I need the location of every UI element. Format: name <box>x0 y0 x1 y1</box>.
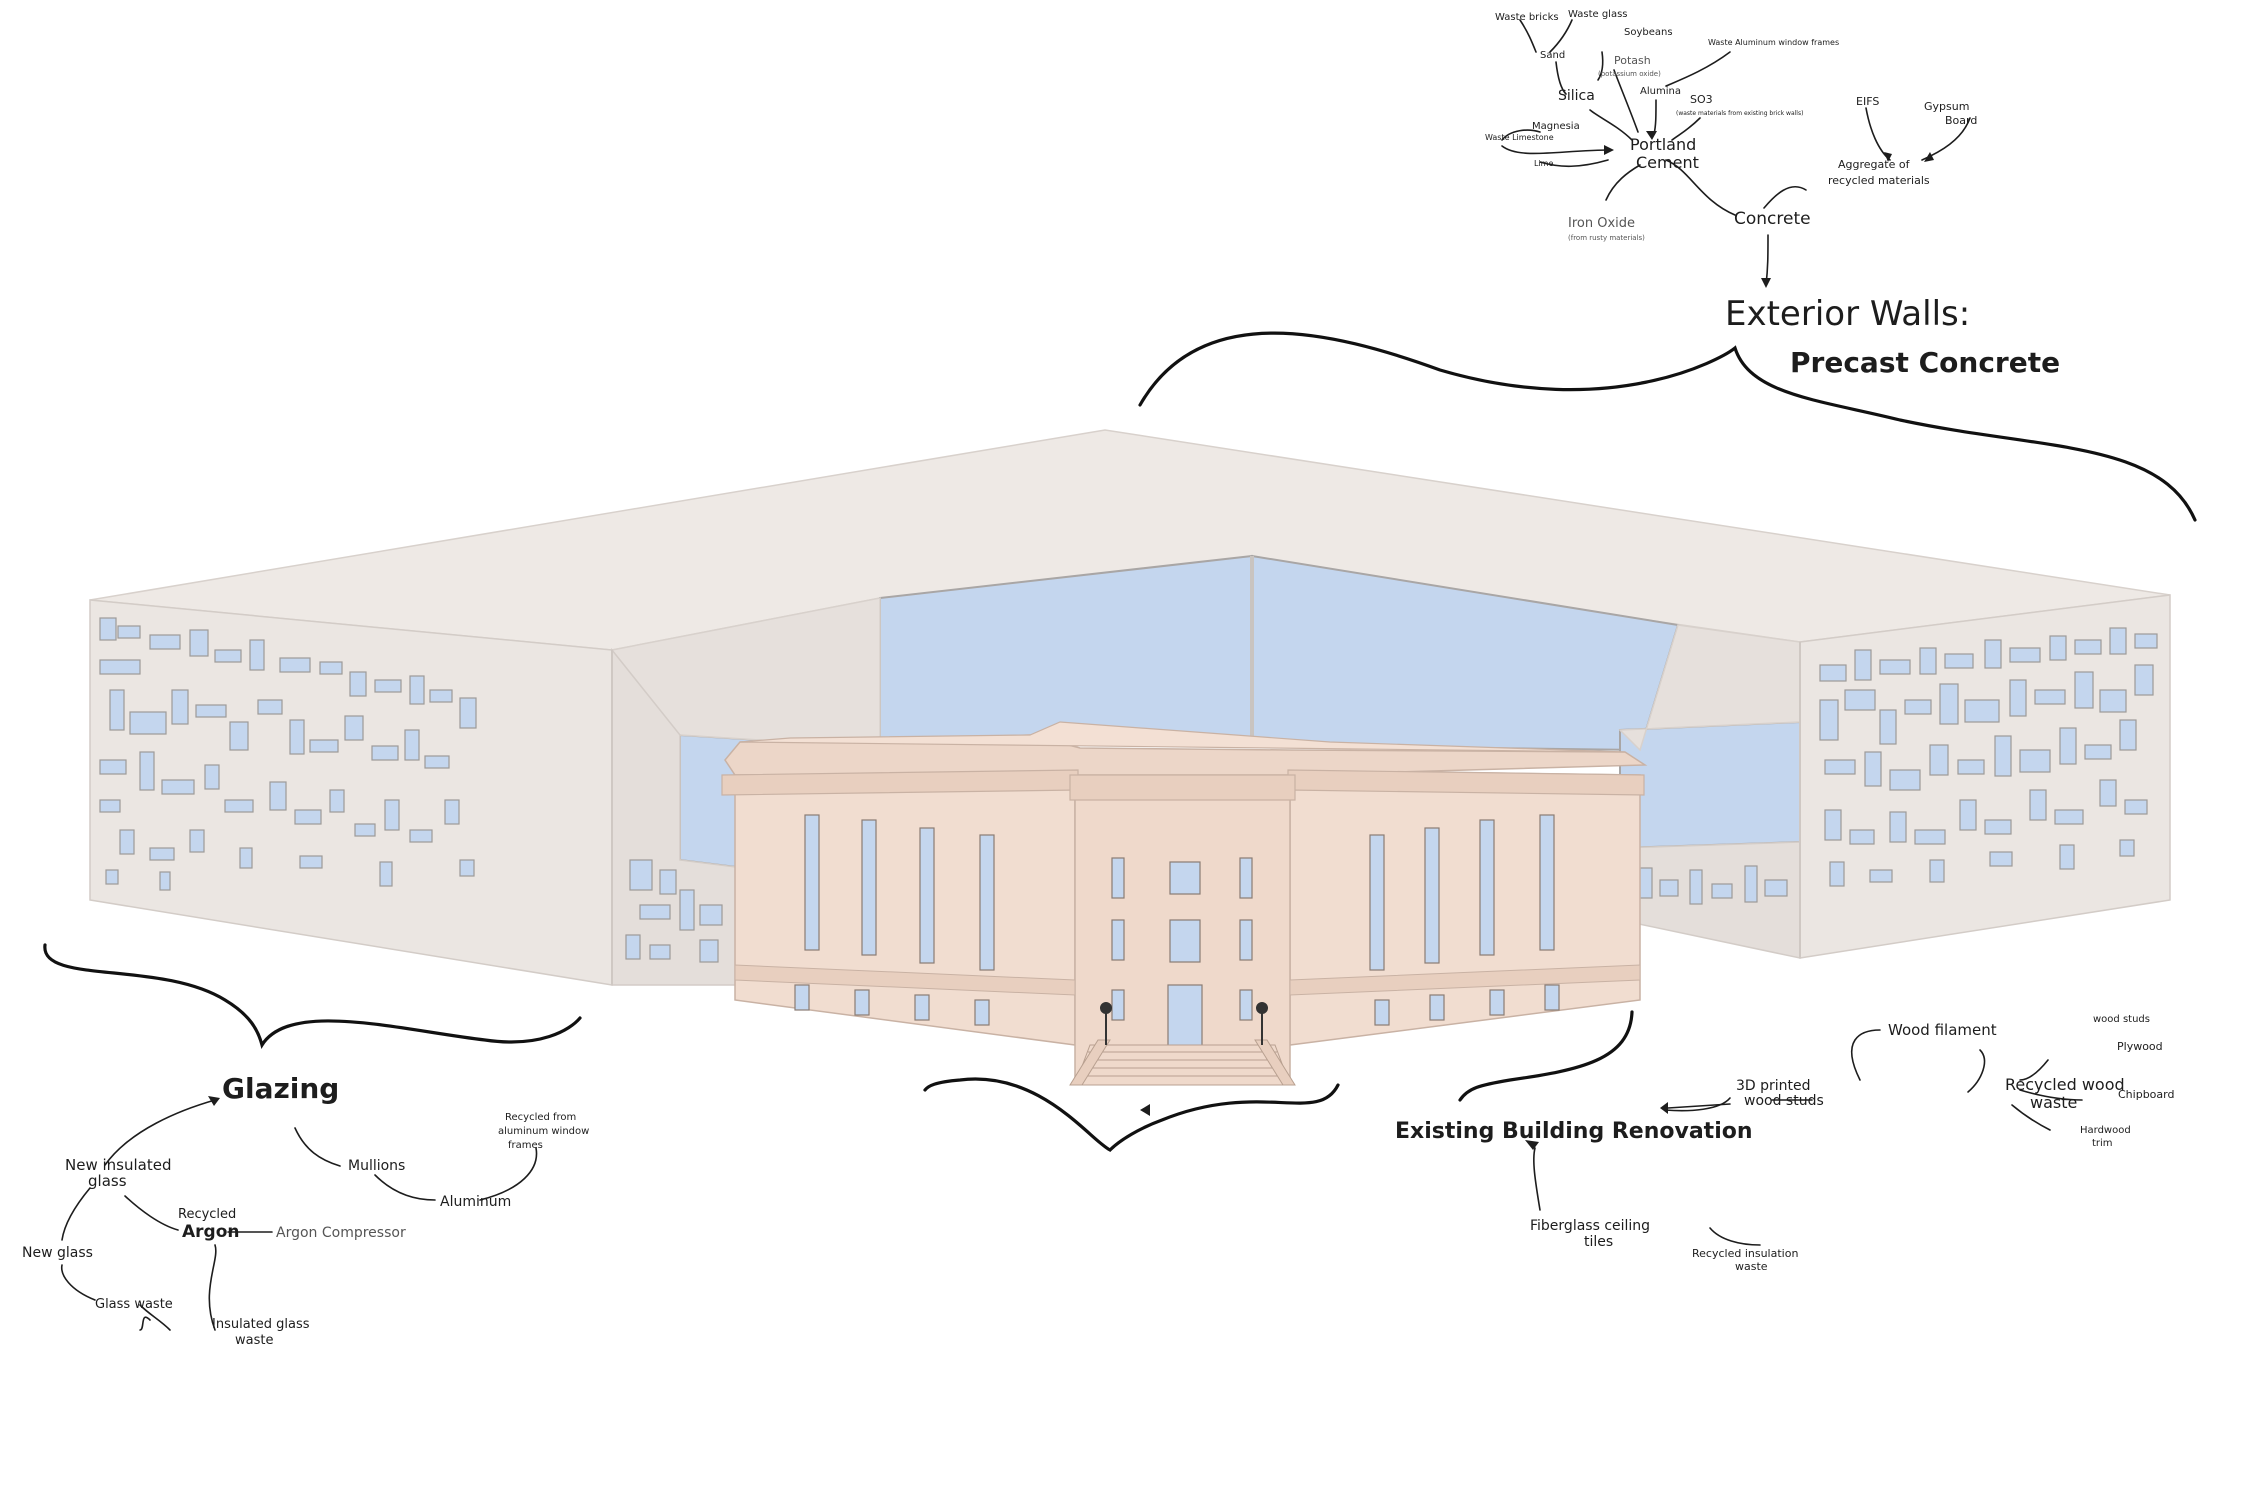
node-chipboard: Chipboard <box>2118 1088 2174 1101</box>
node-potash-note: (potassium oxide) <box>1598 70 1661 78</box>
node-wood-studs: wood studs <box>2093 1014 2150 1025</box>
node-argon-compressor: Argon Compressor <box>276 1225 406 1241</box>
concrete-tree-subtitle: Precast Concrete <box>1790 346 2060 379</box>
concrete-tree-title: Exterior Walls: <box>1725 294 1970 334</box>
node-wood-filament: Wood filament <box>1888 1021 1997 1039</box>
entrance-stairs <box>1069 1039 1296 1086</box>
node-iron-oxide: Iron Oxide <box>1568 216 1635 231</box>
node-insulated-glass: Insulated glass <box>212 1317 310 1332</box>
left-side-perforations <box>625 859 723 963</box>
node-magnesia: Magnesia <box>1532 121 1580 132</box>
concrete-material-tree: Waste bricks Waste glass Sand Soybeans P… <box>1138 9 2197 522</box>
node-3d-printed: 3D printed <box>1736 1078 1811 1094</box>
node-insulated-glass-waste: waste <box>235 1333 273 1348</box>
right-side-perforations <box>1639 865 1788 905</box>
node-insulation-waste: waste <box>1735 1260 1768 1273</box>
left-facade-perforations <box>99 617 477 891</box>
node-waste-glass: Waste glass <box>1568 9 1628 20</box>
node-trim: trim <box>2092 1138 2113 1149</box>
node-fiberglass-tiles: tiles <box>1584 1234 1613 1250</box>
node-board: Board <box>1945 114 1977 127</box>
renovation-material-tree: Existing Building Renovation 3D printed … <box>923 1010 2174 1273</box>
node-new-insulated: New insulated <box>65 1156 171 1174</box>
glazing-tree-title: Glazing <box>222 1072 339 1105</box>
node-aluminum: Aluminum <box>440 1194 511 1210</box>
courtyard-glass-low-right <box>1619 720 1801 850</box>
node-recycled-from: Recycled from <box>505 1112 576 1123</box>
node-potash: Potash <box>1614 54 1651 67</box>
node-waste-bricks: Waste bricks <box>1495 12 1559 23</box>
node-recycled-wood: Recycled wood <box>2005 1075 2125 1094</box>
node-iron-oxide-note: (from rusty materials) <box>1568 234 1645 242</box>
node-portland: Portland <box>1630 135 1696 154</box>
glazing-material-tree: Glazing New insulated glass Mullions Rec… <box>22 943 589 1348</box>
node-recycled-insulation: Recycled insulation <box>1692 1247 1798 1260</box>
node-concrete: Concrete <box>1734 209 1811 229</box>
node-so3: SO3 <box>1690 93 1713 106</box>
node-lime: Lime <box>1534 159 1553 168</box>
node-new-glass: New glass <box>22 1245 93 1261</box>
entrance-lamps <box>1100 1002 1268 1045</box>
node-new-insulated-glass: glass <box>88 1172 127 1190</box>
node-hardwood: Hardwood <box>2080 1125 2131 1136</box>
node-mullions: Mullions <box>348 1158 405 1174</box>
node-aluminum-window: aluminum window <box>498 1126 589 1137</box>
node-glass-waste: Glass waste <box>95 1297 173 1312</box>
existing-historic-building <box>721 721 1648 1086</box>
node-soybeans: Soybeans <box>1624 27 1673 38</box>
node-aggregate-2: recycled materials <box>1828 174 1930 187</box>
right-wing-side <box>1619 841 1801 959</box>
node-cement: Cement <box>1636 153 1699 172</box>
node-alumina: Alumina <box>1640 86 1681 97</box>
node-plywood: Plywood <box>2117 1040 2163 1053</box>
right-facade-perforations <box>1819 627 2158 887</box>
node-printed-wood-studs: wood studs <box>1744 1093 1824 1109</box>
renovation-tree-title: Existing Building Renovation <box>1395 1119 1753 1144</box>
node-aggregate: Aggregate of <box>1838 158 1911 171</box>
node-fiberglass: Fiberglass ceiling <box>1530 1218 1650 1234</box>
node-so3-note: (waste materials from existing brick wal… <box>1676 110 1803 117</box>
node-waste-aluminum: Waste Aluminum window frames <box>1708 38 1839 47</box>
node-frames: frames <box>508 1140 543 1151</box>
node-eifs: EIFS <box>1856 95 1879 108</box>
node-sand: Sand <box>1540 50 1565 61</box>
node-waste-limestone: Waste Limestone <box>1485 133 1554 142</box>
node-argon: Argon <box>182 1222 240 1242</box>
new-building-massing <box>89 429 2171 986</box>
arrowheads <box>208 131 1934 1150</box>
node-silica: Silica <box>1558 88 1595 104</box>
node-gypsum: Gypsum <box>1924 100 1969 113</box>
node-recycled: Recycled <box>178 1207 236 1222</box>
node-recycled-wood-waste: waste <box>2030 1093 2077 1112</box>
